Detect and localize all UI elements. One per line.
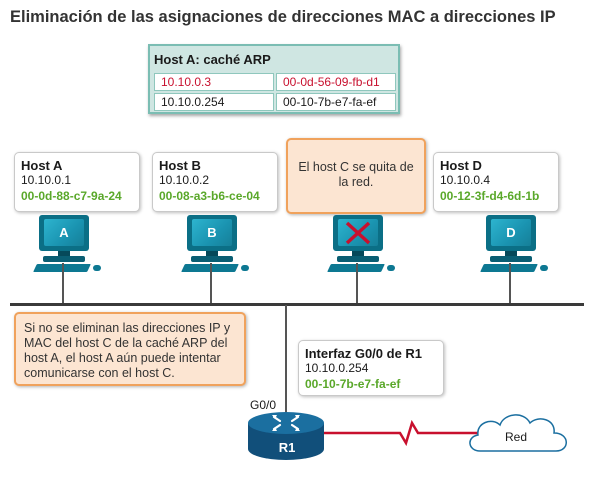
arp-row-1-ip: 10.10.0.3: [154, 73, 274, 91]
router-cloud-graphic: [248, 412, 567, 460]
page-title: Eliminación de las asignaciones de direc…: [10, 8, 556, 26]
host-a-letter: A: [44, 219, 84, 246]
arp-cache-table: Host A: caché ARP 10.10.0.3 00-0d-56-09-…: [148, 44, 400, 114]
host-d-name: Host D: [440, 158, 482, 173]
host-d-computer[interactable]: D: [480, 215, 548, 277]
host-d-letter: D: [491, 219, 531, 246]
router-interface-title: Interfaz G0/0 de R1: [305, 346, 423, 361]
wan-link: [318, 419, 480, 447]
host-b-computer[interactable]: B: [181, 215, 249, 277]
host-c-removed-note: El host C se quita de la red.: [286, 138, 426, 214]
host-a-cable: [62, 263, 64, 304]
host-b-letter: B: [192, 219, 232, 246]
host-a-info: Host A 10.10.0.1 00-0d-88-c7-9a-24: [14, 152, 140, 212]
host-c-computer[interactable]: [327, 215, 395, 277]
cloud-icon: [469, 414, 567, 452]
host-b-cable: [210, 263, 212, 304]
host-d-mac: 00-12-3f-d4-6d-1b: [440, 189, 540, 203]
warning-note-text: Si no se eliminan las direcciones IP y M…: [24, 321, 231, 380]
host-c-cable: [356, 263, 358, 304]
host-a-mac: 00-0d-88-c7-9a-24: [21, 189, 122, 203]
router-port-label: G0/0: [250, 398, 277, 412]
router-icon: [248, 412, 324, 460]
arp-row-2-ip: 10.10.0.254: [154, 93, 274, 111]
arp-row-1-mac: 00-0d-56-09-fb-d1: [276, 73, 396, 91]
ethernet-bus: [10, 303, 584, 306]
host-d-cable: [509, 263, 511, 304]
router-interface-info: Interfaz G0/0 de R1 10.10.0.254 00-10-7b…: [298, 340, 444, 396]
host-b-mac: 00-08-a3-b6-ce-04: [159, 189, 260, 203]
host-b-info: Host B 10.10.0.2 00-08-a3-b6-ce-04: [152, 152, 278, 212]
arp-cache-header: Host A: caché ARP: [154, 52, 271, 67]
removed-x-icon: [345, 221, 371, 244]
arp-row-2-mac: 00-10-7b-e7-fa-ef: [276, 93, 396, 111]
arp-warning-note: Si no se eliminan las direcciones IP y M…: [14, 312, 246, 386]
host-b-ip: 10.10.0.2: [159, 173, 210, 187]
host-d-ip: 10.10.0.4: [440, 173, 491, 187]
host-b-name: Host B: [159, 158, 201, 173]
host-c-screen: [338, 219, 378, 246]
router-interface-mac: 00-10-7b-e7-fa-ef: [305, 377, 401, 391]
host-a-ip: 10.10.0.1: [21, 173, 72, 187]
host-a-computer[interactable]: A: [33, 215, 101, 277]
host-c-note-text: El host C se quita de la red.: [298, 160, 414, 189]
router-cable: [285, 305, 287, 413]
host-d-info: Host D 10.10.0.4 00-12-3f-d4-6d-1b: [433, 152, 559, 212]
router-name: R1: [278, 440, 296, 455]
router-interface-ip: 10.10.0.254: [305, 361, 369, 375]
cloud-label: Red: [505, 430, 528, 444]
host-a-name: Host A: [21, 158, 63, 173]
